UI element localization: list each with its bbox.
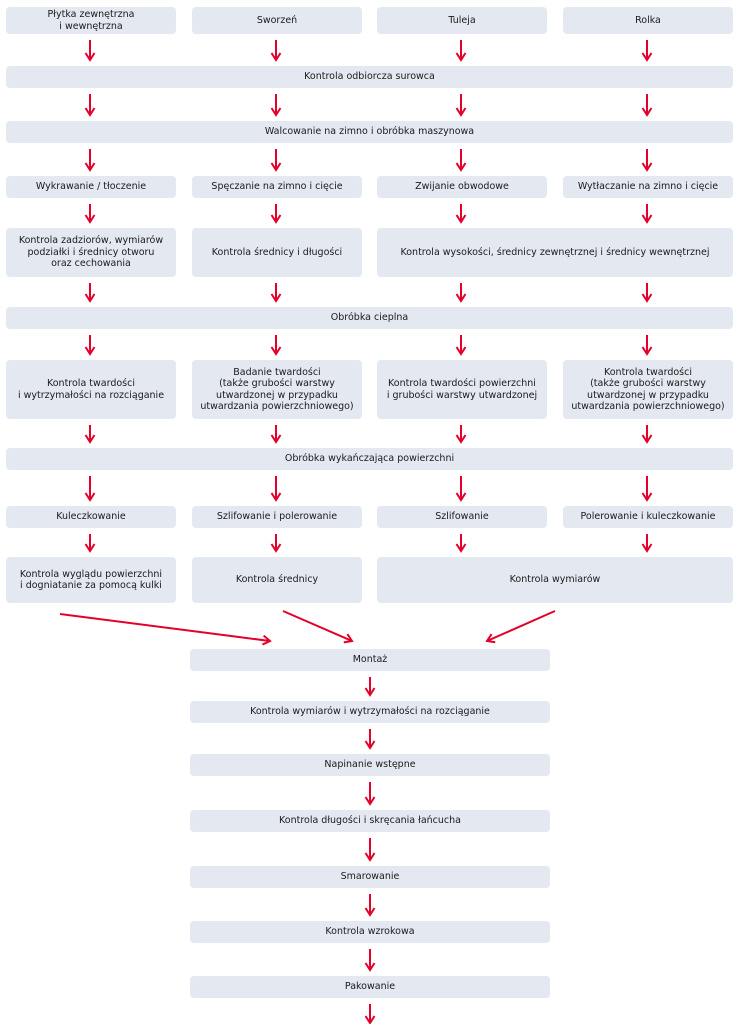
flow-arrow-head [641, 293, 653, 303]
step-zwijanie: Zwijanie obwodowe [377, 176, 547, 198]
flow-arrow-head [84, 434, 96, 444]
step-kontrola-twardosci-plytka: Kontrola twardości i wytrzymałości na ro… [6, 360, 176, 419]
flow-arrow-head [364, 852, 376, 862]
flow-arrow-head [641, 346, 653, 356]
flow-arrow-line [282, 610, 353, 642]
flow-arrow-head [455, 293, 467, 303]
flow-arrow-head [455, 543, 467, 553]
flow-arrow-head [270, 346, 282, 356]
flow-arrow-head [270, 107, 282, 117]
flow-arrow-head [84, 162, 96, 172]
step-kontrola-wymiarow-wytrzymalosci: Kontrola wymiarów i wytrzymałości na roz… [190, 701, 550, 723]
column-header-plytka: Płytka zewnętrzna i wewnętrzna [6, 7, 176, 34]
step-szlifowanie: Szlifowanie [377, 506, 547, 528]
flow-arrow-head [270, 543, 282, 553]
flow-arrow-head [364, 687, 376, 697]
flow-arrow-head [641, 214, 653, 224]
step-kuleczkowanie: Kuleczkowanie [6, 506, 176, 528]
flow-arrow-head [455, 434, 467, 444]
flow-arrow-head [641, 434, 653, 444]
flow-arrow-head [364, 907, 376, 917]
flow-arrow-head [455, 107, 467, 117]
flow-arrow-head [641, 543, 653, 553]
flow-arrow-head [84, 214, 96, 224]
flow-arrow-head [641, 162, 653, 172]
flow-arrow-head [84, 52, 96, 62]
flow-arrow-head [641, 492, 653, 502]
flow-arrow-head [641, 107, 653, 117]
step-wytlaczanie: Wytłaczanie na zimno i cięcie [563, 176, 733, 198]
flow-arrow-head [455, 52, 467, 62]
step-pakowanie: Pakowanie [190, 976, 550, 998]
step-kontrola-dlugosci: Kontrola długości i skręcania łańcucha [190, 810, 550, 832]
flow-arrow-head [270, 293, 282, 303]
flow-arrow-head [364, 1015, 376, 1024]
step-walcowanie: Walcowanie na zimno i obróbka maszynowa [6, 121, 733, 143]
flow-arrow-head [455, 214, 467, 224]
column-header-tuleja: Tuleja [377, 7, 547, 34]
step-kontrola-wymiarow: Kontrola wymiarów [377, 557, 733, 603]
step-obrobka-cieplna: Obróbka cieplna [6, 307, 733, 329]
step-kontrola-twardosci-rolka: Kontrola twardości (także grubości warst… [563, 360, 733, 419]
step-kontrola-wysokosci: Kontrola wysokości, średnicy zewnętrznej… [377, 228, 733, 277]
flow-arrow-head [364, 962, 376, 972]
flow-arrow-line [59, 613, 271, 642]
step-kontrola-srednicy-dlugosci: Kontrola średnicy i długości [192, 228, 362, 277]
step-montaz: Montaż [190, 649, 550, 671]
step-kontrola-wygladu: Kontrola wyglądu powierzchni i dogniatan… [6, 557, 176, 603]
column-header-rolka: Rolka [563, 7, 733, 34]
flow-arrow-head [84, 346, 96, 356]
flow-arrow-head [262, 634, 272, 646]
flow-arrow-head [84, 107, 96, 117]
step-polerowanie-kuleczkowanie: Polerowanie i kuleczkowanie [563, 506, 733, 528]
flow-arrow-head [270, 434, 282, 444]
flow-arrow-head [455, 162, 467, 172]
flow-arrow-head [485, 633, 496, 644]
step-napinanie: Napinanie wstępne [190, 754, 550, 776]
step-badanie-twardosci: Badanie twardości (także grubości warstw… [192, 360, 362, 419]
step-wykrawanie: Wykrawanie / tłoczenie [6, 176, 176, 198]
step-obrobka-wykanczajaca: Obróbka wykańczająca powierzchni [6, 448, 733, 470]
step-kontrola-twardosci-powierzchni: Kontrola twardości powierzchni i grubośc… [377, 360, 547, 419]
flow-arrow-head [84, 293, 96, 303]
flow-arrow-head [364, 796, 376, 806]
flow-arrow-head [270, 492, 282, 502]
flow-arrow-line [486, 610, 556, 642]
step-kontrola-srednicy: Kontrola średnicy [192, 557, 362, 603]
flow-arrow-head [84, 543, 96, 553]
step-kontrola-odbiorcza: Kontrola odbiorcza surowca [6, 66, 733, 88]
column-header-sworzen: Sworzeń [192, 7, 362, 34]
flow-arrow-head [455, 492, 467, 502]
step-kontrola-zadziorow: Kontrola zadziorów, wymiarów podziałki i… [6, 228, 176, 277]
flow-arrow-head [270, 52, 282, 62]
flow-arrow-head [343, 633, 354, 644]
flow-arrow-head [455, 346, 467, 356]
flow-arrow-head [84, 492, 96, 502]
flow-arrow-head [270, 162, 282, 172]
flow-arrow-head [270, 214, 282, 224]
flow-arrow-head [364, 740, 376, 750]
flow-arrow-head [641, 52, 653, 62]
step-speczanie: Spęczanie na zimno i cięcie [192, 176, 362, 198]
step-szlifowanie-polerowanie: Szlifowanie i polerowanie [192, 506, 362, 528]
step-smarowanie: Smarowanie [190, 866, 550, 888]
step-kontrola-wzrokowa: Kontrola wzrokowa [190, 921, 550, 943]
